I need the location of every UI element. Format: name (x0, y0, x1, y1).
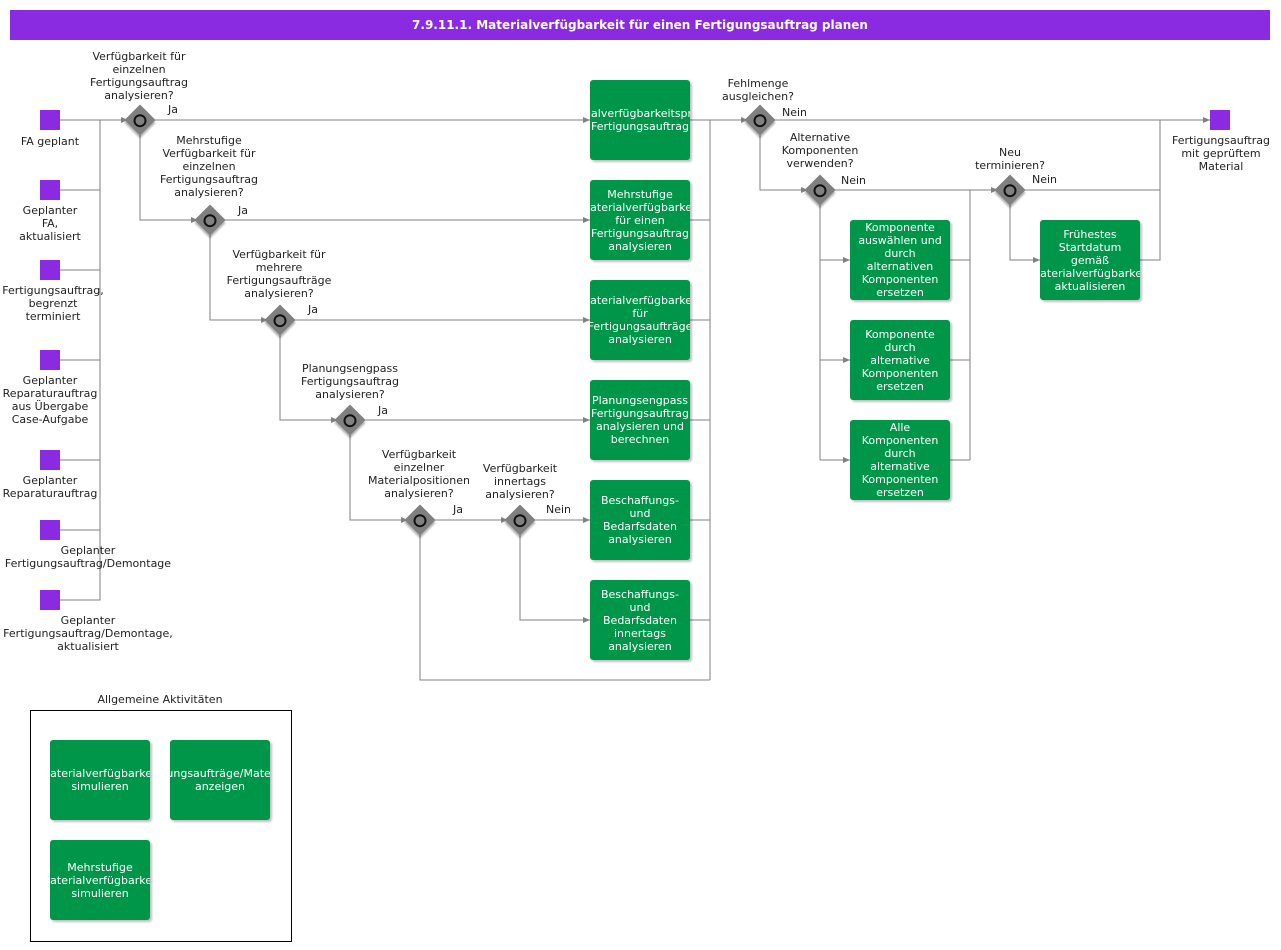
gateway-question: Mehrstufige Verfügbarkeit für einzelnen … (160, 134, 258, 199)
gateway-question: Verfügbarkeit einzelner Materialposition… (368, 448, 470, 500)
task-materialverfuegbarkeit-simulieren[interactable]: Materialverfügbarkeit simulieren (50, 740, 150, 820)
start-event-label: Fertigungsauftrag, begrenzt terminiert (2, 284, 104, 323)
task-label: Mehrstufige Materialverfügbarkeit für ei… (590, 187, 690, 253)
task-label: Fertigungsaufträge/Materialien anzeigen (170, 767, 270, 793)
flow-label-yes: Ja (453, 503, 463, 516)
task-mehrstufige-analyse[interactable]: Mehrstufige Materialverfügbarkeit für ei… (590, 180, 690, 260)
start-event-fa-geplant[interactable] (40, 110, 60, 130)
flow-label-yes: Ja (378, 404, 388, 417)
gateway-question: Alternative Komponenten verwenden? (781, 131, 859, 170)
task-mehrere-fa-analyse[interactable]: Materialverfügbarkeit für Fertigungsauft… (590, 280, 690, 360)
task-label: Komponente auswählen und durch alternati… (858, 221, 942, 299)
flow-label-no: Nein (1032, 173, 1058, 186)
start-event-label: Geplanter Reparaturauftrag aus Übergabe … (2, 374, 98, 426)
task-label: Materialverfügbarkeit simulieren (50, 767, 150, 793)
gateway-question: Fehlmenge ausgleichen? (722, 77, 794, 103)
start-event-demontage-aktualisiert[interactable] (40, 590, 60, 610)
task-beschaffungsdaten-innertags[interactable]: Beschaffungs- und Bedarfsdaten innertags… (590, 580, 690, 660)
task-komponente-auswaehlen[interactable]: Komponente auswählen und durch alternati… (850, 220, 950, 300)
start-event-label: Geplanter Reparaturauftrag (2, 474, 98, 500)
task-mehrstufige-simulieren[interactable]: Mehrstufige Materialverfügbarkeit simuli… (50, 840, 150, 920)
start-event-demontage[interactable] (40, 520, 60, 540)
start-event-label: Geplanter Fertigungsauftrag/Demontage, a… (3, 614, 173, 653)
end-event[interactable] (1210, 110, 1230, 130)
start-event-label: Geplanter FA, aktualisiert (19, 204, 81, 243)
task-label: Materialverfügbarkeit für Fertigungsauft… (590, 294, 690, 346)
flow-label-no: Nein (546, 503, 572, 516)
gateway-question: Verfügbarkeit für mehrere Fertigungsauft… (226, 248, 332, 300)
gateway-question: Neu terminieren? (975, 146, 1045, 172)
diagram-title: 7.9.11.1. Materialverfügbarkeit für eine… (10, 10, 1270, 40)
task-komponente-ersetzen[interactable]: Komponente durch alternative Komponenten… (850, 320, 950, 400)
task-fertigungsauftraege-anzeigen[interactable]: Fertigungsaufträge/Materialien anzeigen (170, 740, 270, 820)
start-event-label: Geplanter Fertigungsauftrag/Demontage (4, 544, 172, 570)
task-label: Alle Komponenten durch alternative Kompo… (861, 421, 939, 499)
task-label: Materialverfügbarkeitsprüfung Fertigungs… (590, 107, 690, 133)
flow-label-yes: Ja (308, 303, 318, 316)
gateway-question: Verfügbarkeit für einzelnen Fertigungsau… (90, 50, 188, 102)
task-materialverfuegbarkeitspruefung[interactable]: Materialverfügbarkeitsprüfung Fertigungs… (590, 80, 690, 160)
start-event-geplanter-fa-aktualisiert[interactable] (40, 180, 60, 200)
task-startdatum-aktualisieren[interactable]: Frühestes Startdatum gemäß Materialverfü… (1040, 220, 1140, 300)
task-beschaffungsdaten[interactable]: Beschaffungs- und Bedarfsdaten analysier… (590, 480, 690, 560)
flow-label-no: Nein (841, 174, 867, 187)
task-label: Frühestes Startdatum gemäß Materialverfü… (1040, 227, 1140, 293)
task-alle-komponenten-ersetzen[interactable]: Alle Komponenten durch alternative Kompo… (850, 420, 950, 500)
start-event-label: FA geplant (20, 135, 80, 148)
task-label: Beschaffungs- und Bedarfsdaten innertags… (600, 587, 679, 653)
gateway-question: Verfügbarkeit innertags analysieren? (482, 462, 558, 501)
flow-label-yes: Ja (238, 204, 248, 217)
start-event-reparaturauftrag[interactable] (40, 450, 60, 470)
task-label: Mehrstufige Materialverfügbarkeit simuli… (50, 860, 150, 900)
start-event-fertigungsauftrag-begrenzt[interactable] (40, 260, 60, 280)
end-event-label: Fertigungsauftrag mit geprüftem Material (1172, 134, 1270, 173)
group-title: Allgemeine Aktivitäten (97, 693, 223, 706)
task-planungsengpass[interactable]: Planungsengpass Fertigungsauftrag analys… (590, 380, 690, 460)
flow-label-yes: Ja (168, 103, 178, 116)
start-event-reparaturauftrag-uebergabe[interactable] (40, 350, 60, 370)
task-label: Komponente durch alternative Komponenten… (861, 327, 939, 393)
flow-label-no: Nein (782, 106, 808, 119)
task-label: Planungsengpass Fertigungsauftrag analys… (591, 394, 689, 446)
gateway-question: Planungsengpass Fertigungsauftrag analys… (301, 362, 399, 401)
general-activities-group (30, 710, 292, 942)
task-label: Beschaffungs- und Bedarfsdaten analysier… (600, 494, 679, 546)
